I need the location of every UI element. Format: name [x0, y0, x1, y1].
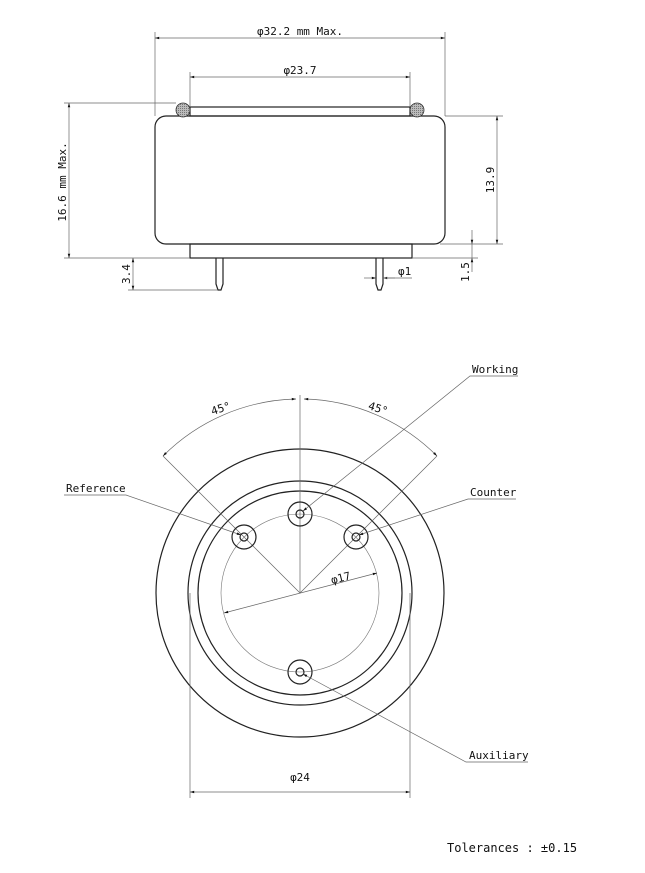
bottom-view: 45° 45° φ17 Working Reference Counter Au… [64, 363, 529, 798]
dim-pin-diameter: φ1 [398, 265, 411, 278]
base [189, 243, 413, 259]
angle-right-label: 45° [367, 399, 390, 418]
o-ring-right [409, 102, 425, 118]
pin-right [375, 258, 384, 291]
dim-base-diameter: φ24 [290, 771, 310, 784]
dim-total-height: 16.6 mm Max. [56, 142, 69, 221]
label-reference: Reference [66, 482, 126, 495]
angle-left-label: 45° [209, 399, 232, 418]
side-view: φ32.2 mm Max. φ23.7 16.6 mm Max. 13.9 3.… [56, 25, 503, 291]
membrane [189, 106, 411, 117]
dim-pin-length: 3.4 [120, 264, 133, 284]
tolerances-note: Tolerances : ±0.15 [447, 841, 577, 855]
pin-left [215, 258, 224, 291]
dim-base-height: 1.5 [459, 262, 472, 282]
pin-working [287, 501, 313, 527]
pin-reference [231, 524, 257, 550]
dim-outer-diameter: φ32.2 mm Max. [257, 25, 343, 38]
dim-membrane-diameter: φ23.7 [283, 64, 316, 77]
label-working: Working [472, 363, 518, 376]
dim-pitch-diameter: φ17 [330, 569, 352, 586]
label-counter: Counter [470, 486, 517, 499]
dim-body-height: 13.9 [484, 167, 497, 194]
o-ring-left [175, 102, 191, 118]
pin-auxiliary [287, 659, 313, 685]
pin-counter [343, 524, 369, 550]
label-auxiliary: Auxiliary [469, 749, 529, 762]
sensor-body [154, 115, 446, 245]
